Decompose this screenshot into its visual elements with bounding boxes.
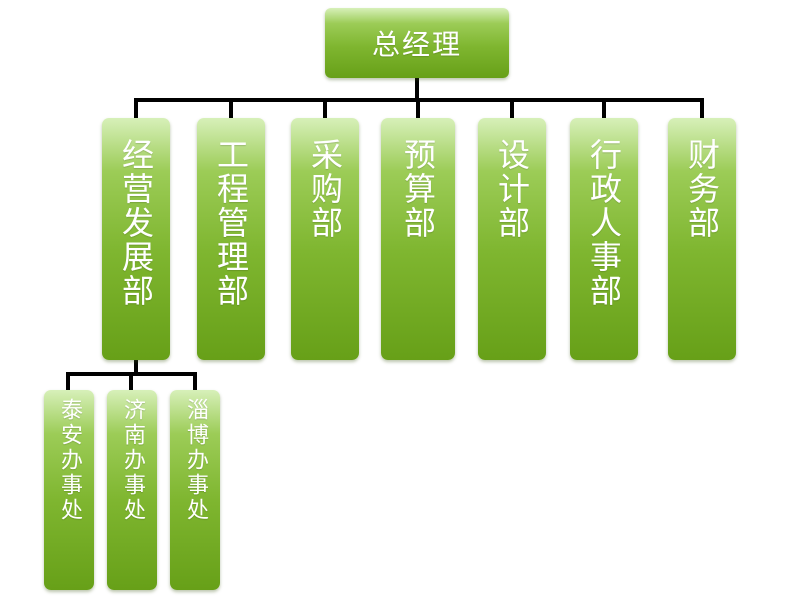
node-procurement-dept: 采购部 bbox=[291, 118, 359, 360]
node-finance-dept: 财务部 bbox=[668, 118, 736, 360]
node-admin-hr-dept: 行政人事部 bbox=[570, 118, 638, 360]
node-label: 设计部 bbox=[493, 138, 531, 240]
node-label: 财务部 bbox=[683, 138, 721, 240]
node-design-dept: 设计部 bbox=[478, 118, 546, 360]
node-engineering-management-dept: 工程管理部 bbox=[197, 118, 265, 360]
node-budget-dept: 预算部 bbox=[381, 118, 455, 360]
node-label: 预算部 bbox=[399, 138, 437, 240]
node-label: 工程管理部 bbox=[212, 138, 250, 308]
node-taian-office: 泰安办事处 bbox=[44, 390, 94, 590]
node-label: 泰安办事处 bbox=[57, 398, 82, 523]
node-general-manager: 总经理 bbox=[325, 8, 509, 78]
node-label: 总经理 bbox=[371, 28, 462, 61]
node-jinan-office: 济南办事处 bbox=[107, 390, 157, 590]
node-label: 经营发展部 bbox=[117, 138, 155, 308]
node-label: 济南办事处 bbox=[120, 398, 145, 523]
node-label: 采购部 bbox=[306, 138, 344, 240]
node-label: 行政人事部 bbox=[585, 138, 623, 308]
node-business-development-dept: 经营发展部 bbox=[102, 118, 170, 360]
node-zibo-office: 淄博办事处 bbox=[170, 390, 220, 590]
node-label: 淄博办事处 bbox=[183, 398, 208, 523]
